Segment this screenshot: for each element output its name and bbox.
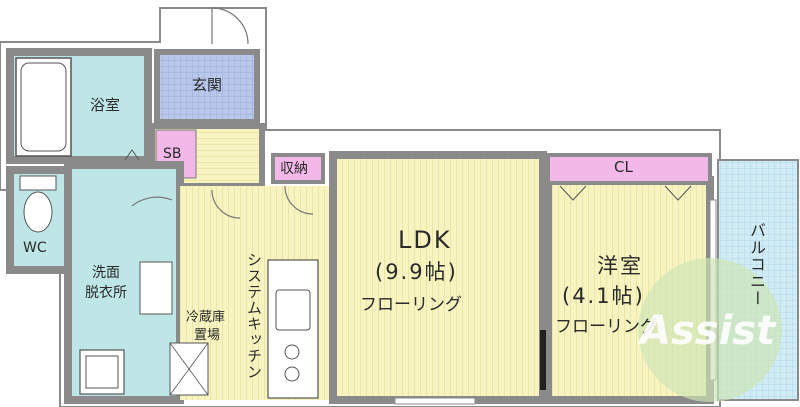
watermark-logo (638, 258, 782, 402)
toilet-bowl (23, 191, 53, 233)
room-label-washroom-1: 洗面 (92, 265, 120, 281)
ldk-room (329, 151, 547, 404)
room-label-western: 洋室 (597, 254, 643, 278)
room-label-ldk-floor: フローリング (360, 295, 462, 315)
ldk-window (394, 397, 476, 405)
room-label-fridge-1: 冷蔵庫 (186, 310, 226, 325)
room-label-fridge-2: 置場 (194, 328, 221, 343)
room-label-washroom-2: 脱衣所 (85, 285, 127, 301)
stove-burner (284, 344, 300, 360)
entry-door (211, 7, 249, 45)
room-label-storage: 収納 (280, 161, 308, 177)
room-label-balcony: バルコニー (747, 222, 766, 307)
room-label-ldk: LDK (398, 226, 452, 254)
room-label-bath: 浴室 (90, 96, 121, 114)
closet (546, 153, 712, 185)
washing-machine (79, 349, 125, 395)
room-label-western-size: (4.1帖) (562, 284, 645, 308)
room-label-western-floor: フローリング (555, 317, 657, 337)
storage-room (271, 153, 325, 184)
room-label-entrance: 玄関 (192, 76, 223, 94)
room-label-kitchen: システムキッチン (245, 252, 263, 380)
entrance-room (154, 49, 260, 125)
room-label-shoe-box: SB (163, 146, 182, 162)
watermark-text: Assist (640, 308, 776, 354)
kitchen-sink (275, 289, 311, 331)
room-label-wc: WC (23, 240, 47, 256)
room-label-ldk-size: (9.9帖) (375, 260, 458, 284)
wash-basin (139, 261, 173, 315)
room-label-closet: CL (614, 158, 633, 176)
toilet-tank (19, 175, 57, 191)
